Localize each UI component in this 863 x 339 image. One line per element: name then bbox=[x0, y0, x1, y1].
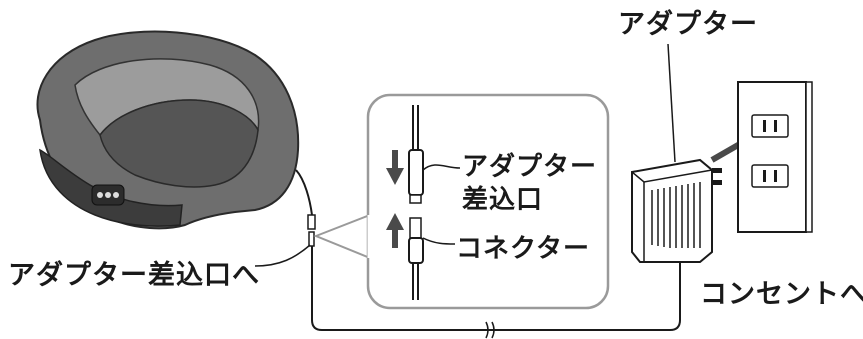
neck-massager bbox=[36, 30, 300, 230]
arrow-up-icon bbox=[386, 213, 404, 248]
magnified-connector bbox=[408, 105, 424, 300]
arrow-down-icon bbox=[386, 150, 404, 185]
ac-adapter bbox=[631, 158, 722, 263]
wall-outlet bbox=[737, 81, 813, 233]
label-adapter-port-line1: アダプター bbox=[462, 152, 598, 182]
label-adapter: アダプター bbox=[618, 9, 758, 40]
label-connector: コネクター bbox=[456, 234, 590, 264]
label-adapter-port-line2: 差込口 bbox=[462, 185, 544, 215]
device-cable bbox=[295, 169, 313, 216]
label-adapter-inlet: アダプター差込口へ bbox=[8, 260, 260, 291]
cable-plug bbox=[307, 214, 316, 230]
label-to-outlet: コンセントへ bbox=[700, 279, 863, 310]
zoom-callout-panel bbox=[366, 93, 610, 310]
zoom-callout-pointer bbox=[313, 213, 371, 260]
adapter-cable bbox=[311, 246, 681, 331]
cable-break-mark bbox=[485, 321, 495, 339]
